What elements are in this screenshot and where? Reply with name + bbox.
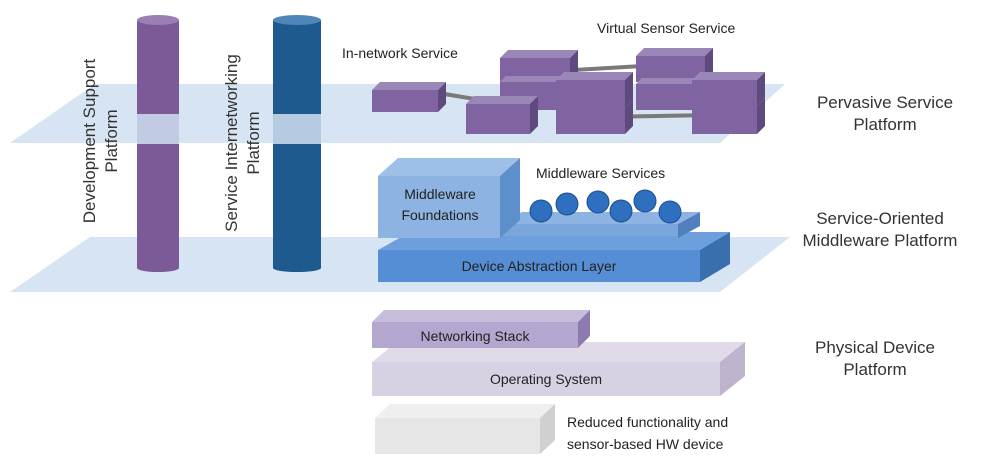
operating-system-label: Operating System [489, 371, 603, 387]
hw-device-line2: sensor-based HW device [567, 436, 724, 452]
networking-stack-label: Networking Stack [420, 328, 530, 344]
middleware-layer-title-line2: Middleware Platform [802, 231, 958, 250]
middleware-service [529, 199, 553, 223]
middleware-foundations-line1: Middleware [404, 186, 476, 202]
service-cube [372, 82, 446, 112]
middleware-foundations-label: Middleware Foundations [380, 184, 500, 226]
development-support-pillar [137, 15, 179, 272]
middleware-service [555, 192, 579, 216]
middleware-service [609, 199, 633, 223]
physical-stack [372, 310, 745, 454]
service-cube [466, 96, 538, 134]
service-internetworking-label: Service Internetworking Platform [221, 27, 265, 259]
service-internetworking-line1: Service Internetworking [222, 54, 241, 232]
service-cube [556, 100, 633, 134]
middleware-service-circles [529, 189, 682, 224]
service-cube [636, 48, 713, 82]
middleware-service [633, 189, 657, 213]
development-support-line2: Platform [102, 109, 121, 173]
middleware-layer-title: Service-Oriented Middleware Platform [780, 208, 980, 252]
service-cube [692, 72, 765, 106]
service-cube [556, 72, 633, 108]
development-support-label: Development Support Platform [79, 31, 123, 251]
physical-layer-title-line2: Platform [843, 360, 907, 379]
middleware-stack [378, 158, 730, 282]
service-cubes [372, 48, 765, 134]
pervasive-layer-title-line2: Platform [853, 115, 917, 134]
service-cube [692, 98, 765, 134]
pervasive-layer-title-line1: Pervasive Service [816, 93, 954, 112]
service-cube [636, 78, 698, 110]
middleware-service [586, 190, 610, 214]
middleware-services-label: Middleware Services [536, 165, 666, 181]
in-network-service-label: In-network Service [342, 45, 458, 61]
physical-layer-title: Physical Device Platform [780, 337, 970, 381]
development-support-line1: Development Support [80, 58, 99, 224]
hw-device-line1: Reduced functionality and [567, 414, 729, 430]
service-internetworking-pillar [273, 15, 321, 272]
middleware-foundations-line2: Foundations [401, 207, 479, 223]
middleware-layer-title-line1: Service-Oriented [816, 209, 944, 228]
hw-device-label: Reduced functionality and sensor-based H… [567, 411, 728, 455]
pervasive-layer-title: Pervasive Service Platform [790, 92, 980, 136]
middleware-service [658, 200, 682, 224]
service-internetworking-line2: Platform [244, 111, 263, 175]
device-abstraction-layer-label: Device Abstraction Layer [461, 258, 617, 274]
physical-layer-title-line1: Physical Device [815, 338, 935, 357]
virtual-sensor-service-label: Virtual Sensor Service [597, 20, 736, 36]
